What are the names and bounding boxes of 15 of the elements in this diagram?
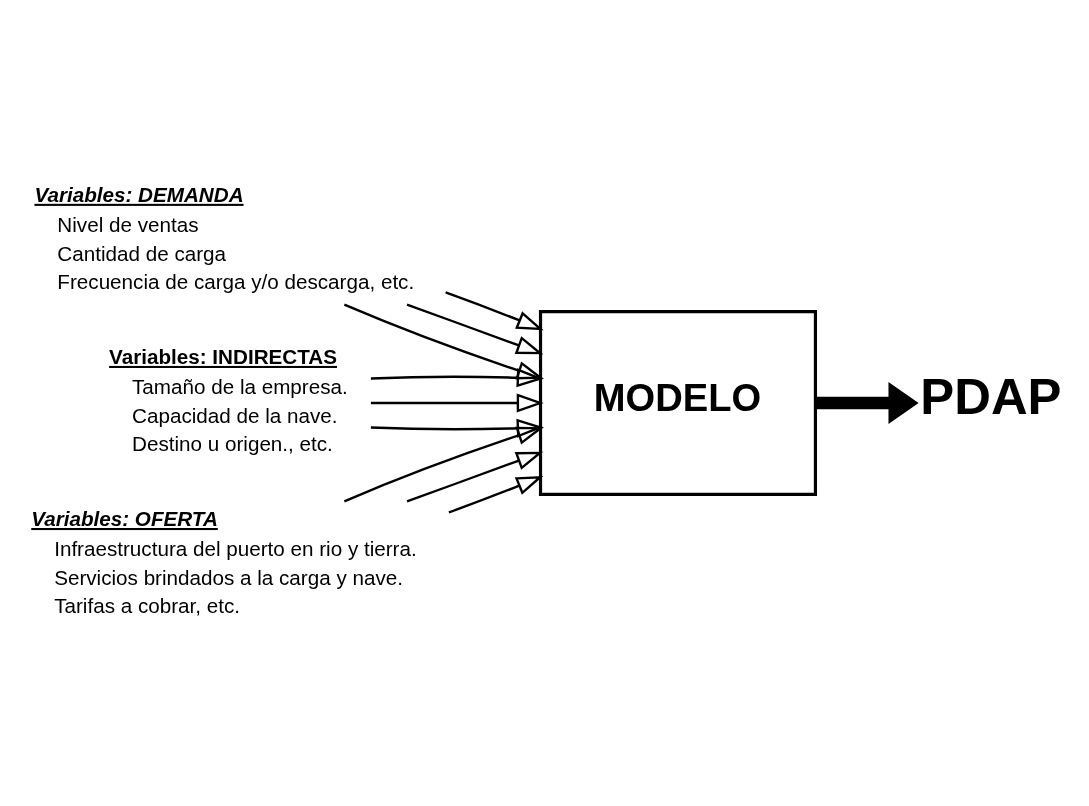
node-text: PDAP	[920, 368, 1062, 426]
arrow	[370, 393, 544, 413]
arrow	[370, 368, 544, 388]
arrow	[406, 303, 544, 355]
arrow	[815, 381, 919, 425]
arrow	[445, 291, 544, 331]
arrow	[370, 418, 544, 438]
arrow	[406, 451, 544, 503]
arrow	[448, 475, 544, 514]
arrow	[343, 303, 544, 380]
node-text: Variables: INDIRECTAS Tamaño de la empresa. Capacidad de la nave. Destino u origen., etc.	[109, 344, 348, 456]
node-box: MODELO	[538, 310, 817, 496]
node-text: Variables: DEMANDA Nivel de ventas Cantidad de carga Frecuencia de carga y/o descarga, etc.	[34, 182, 415, 294]
node-text: Variables: OFERTA Infraestructura del puerto en rio y tierra. Servicios brindados a la carga y nave. Tarifas a cobrar, etc.	[31, 506, 417, 618]
arrow	[343, 426, 544, 503]
